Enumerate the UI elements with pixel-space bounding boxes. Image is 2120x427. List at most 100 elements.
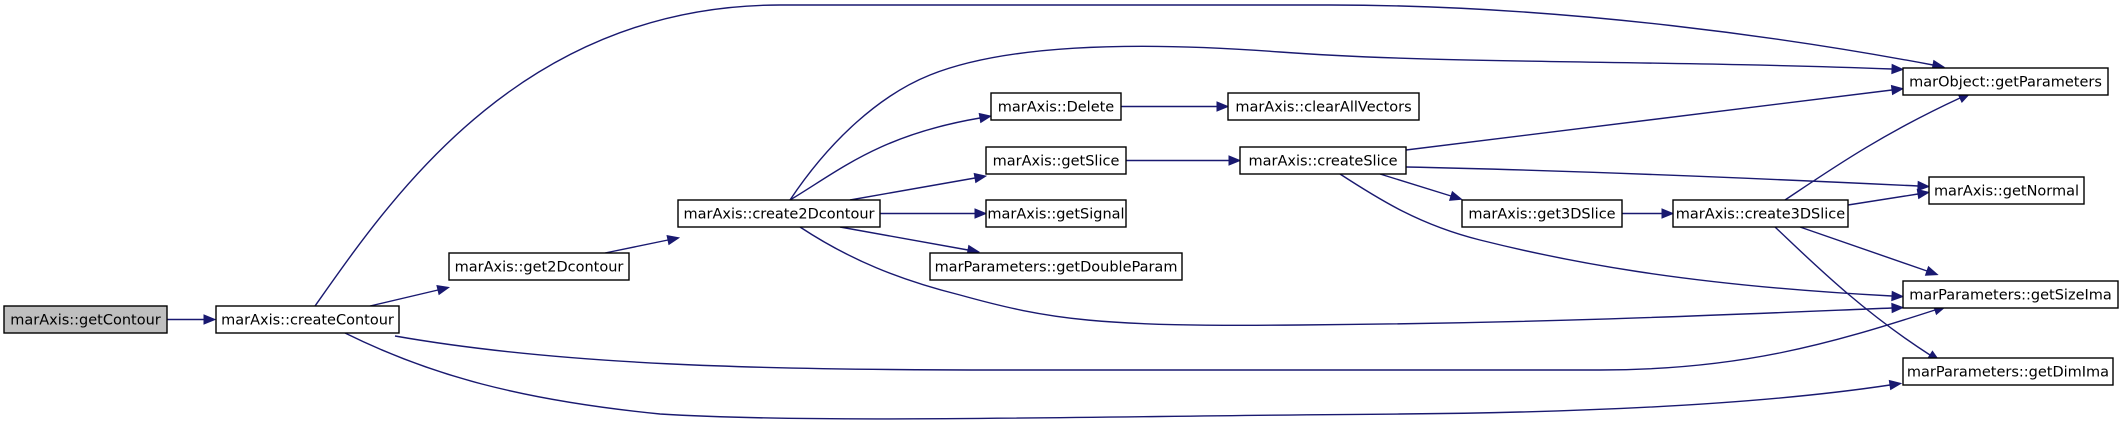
node-getSizeIma[interactable]: marParameters::getSizeIma	[1902, 280, 2119, 309]
edge-arrowhead	[1916, 188, 1931, 200]
edge-arrowhead	[1216, 101, 1230, 112]
edge-arrowhead	[1888, 379, 1903, 391]
edge-arrowhead	[1661, 208, 1675, 219]
edge-line	[369, 289, 439, 307]
node-create3DSlice[interactable]: marAxis::create3DSlice	[1672, 199, 1849, 228]
node-label: marAxis::get2Dcontour	[455, 260, 624, 276]
edge-createSlice-to-get3DSlice	[1379, 173, 1463, 201]
edges-layer	[167, 4, 1972, 420]
edge-arrowhead	[1448, 190, 1463, 201]
edge-getContour-to-createContour	[167, 314, 217, 325]
node-get3DSlice[interactable]: marAxis::get3DSlice	[1461, 199, 1623, 228]
edge-line	[394, 309, 1936, 371]
edge-arrowhead	[1917, 180, 1931, 192]
node-label: marAxis::create3DSlice	[1676, 207, 1845, 223]
node-label: marObject::getParameters	[1909, 75, 2102, 91]
node-getDoubleParam[interactable]: marParameters::getDoubleParam	[929, 252, 1183, 281]
edge-line	[1799, 226, 1928, 272]
nodes-layer: marAxis::getContour marAxis::createContou…	[3, 67, 2119, 386]
edge-create2Dcontour-to-getSignal	[880, 208, 988, 219]
edge-arrowhead	[978, 112, 993, 124]
edge-line	[849, 177, 976, 201]
node-createSlice[interactable]: marAxis::createSlice	[1239, 146, 1407, 175]
edge-line	[1405, 166, 1919, 187]
node-box	[1902, 280, 2119, 309]
node-box	[1928, 176, 2085, 205]
edge-line	[314, 4, 1934, 307]
node-label: marAxis::getSignal	[987, 207, 1124, 223]
node-getSlice[interactable]: marAxis::getSlice	[985, 146, 1127, 175]
node-box	[985, 146, 1127, 175]
edge-line	[1784, 97, 1961, 201]
edge-arrowhead	[1891, 302, 1905, 314]
node-box	[1902, 67, 2109, 96]
edge-line	[789, 117, 981, 201]
edge-arrowhead	[1891, 290, 1905, 302]
node-box	[215, 305, 400, 334]
node-box	[1672, 199, 1849, 228]
edge-arrowhead	[1890, 84, 1905, 96]
node-getNormal[interactable]: marAxis::getNormal	[1928, 176, 2085, 205]
node-clearAllVectors[interactable]: marAxis::clearAllVectors	[1227, 92, 1420, 121]
node-label: marAxis::getSlice	[993, 154, 1120, 170]
node-box	[1461, 199, 1623, 228]
edge-create2Dcontour-to-getDoubleParam	[839, 226, 981, 256]
node-box	[929, 252, 1183, 281]
edge-Delete-to-clearAllVectors	[1121, 101, 1230, 112]
edge-arrowhead	[436, 285, 450, 296]
node-label: marAxis::Delete	[998, 100, 1115, 116]
node-label: marParameters::getSizeIma	[1909, 288, 2112, 304]
edge-create3DSlice-to-getNormal	[1847, 188, 1931, 206]
node-getParameters[interactable]: marObject::getParameters	[1902, 67, 2109, 96]
edge-arrowhead	[974, 208, 988, 219]
node-create2Dcontour[interactable]: marAxis::create2Dcontour	[677, 199, 881, 228]
node-label: marAxis::clearAllVectors	[1235, 100, 1411, 116]
edge-line	[1379, 173, 1452, 197]
edge-createSlice-to-getParameters	[1405, 84, 1905, 151]
edge-line	[1847, 193, 1919, 206]
edge-create3DSlice-to-getSizeIma	[1799, 226, 1939, 276]
edge-line	[344, 332, 1891, 420]
node-label: marAxis::getNormal	[1934, 184, 2079, 200]
edge-line	[604, 239, 669, 254]
node-box	[448, 252, 630, 281]
edge-get2Dcontour-to-create2Dcontour	[604, 234, 681, 254]
edge-createSlice-to-getNormal	[1405, 166, 1931, 192]
node-Delete[interactable]: marAxis::Delete	[990, 92, 1122, 121]
node-box	[677, 199, 881, 228]
edge-create2Dcontour-to-getSlice	[849, 172, 988, 201]
node-getSignal[interactable]: marAxis::getSignal	[985, 199, 1127, 228]
node-label: marAxis::createContour	[221, 313, 394, 329]
edge-line	[839, 226, 969, 251]
edge-create2Dcontour-to-getSizeIma	[799, 226, 1905, 327]
edge-arrowhead	[1228, 155, 1242, 166]
edge-line	[1774, 226, 1931, 356]
edge-createContour-to-getDimIma	[344, 332, 1903, 420]
node-label: marParameters::getDoubleParam	[935, 260, 1178, 276]
edge-line	[1405, 89, 1893, 151]
node-get2Dcontour[interactable]: marAxis::get2Dcontour	[448, 252, 630, 281]
edge-createSlice-to-getSizeIma	[1339, 173, 1905, 302]
node-label: marParameters::getDimIma	[1907, 365, 2109, 381]
edge-arrowhead	[973, 172, 988, 184]
edge-line	[799, 226, 1893, 327]
node-getDimIma[interactable]: marParameters::getDimIma	[1902, 357, 2114, 386]
node-createContour[interactable]: marAxis::createContour	[215, 305, 400, 334]
edge-getSlice-to-createSlice	[1126, 155, 1242, 166]
node-box	[990, 92, 1122, 121]
edge-get3DSlice-to-create3DSlice	[1622, 208, 1675, 219]
edge-arrowhead	[203, 314, 217, 325]
node-box	[3, 305, 168, 334]
node-label: marAxis::createSlice	[1248, 154, 1397, 170]
node-label: marAxis::get3DSlice	[1468, 207, 1615, 223]
edge-arrowhead	[1924, 265, 1939, 276]
node-box	[985, 199, 1127, 228]
node-label: marAxis::getContour	[10, 313, 161, 329]
edge-line	[789, 45, 1893, 201]
edge-createContour-to-get2Dcontour	[369, 285, 450, 307]
node-box	[1227, 92, 1420, 121]
edge-arrowhead	[1891, 63, 1905, 75]
node-getContour[interactable]: marAxis::getContour	[3, 305, 168, 334]
edge-create2Dcontour-to-getParameters	[789, 45, 1905, 201]
